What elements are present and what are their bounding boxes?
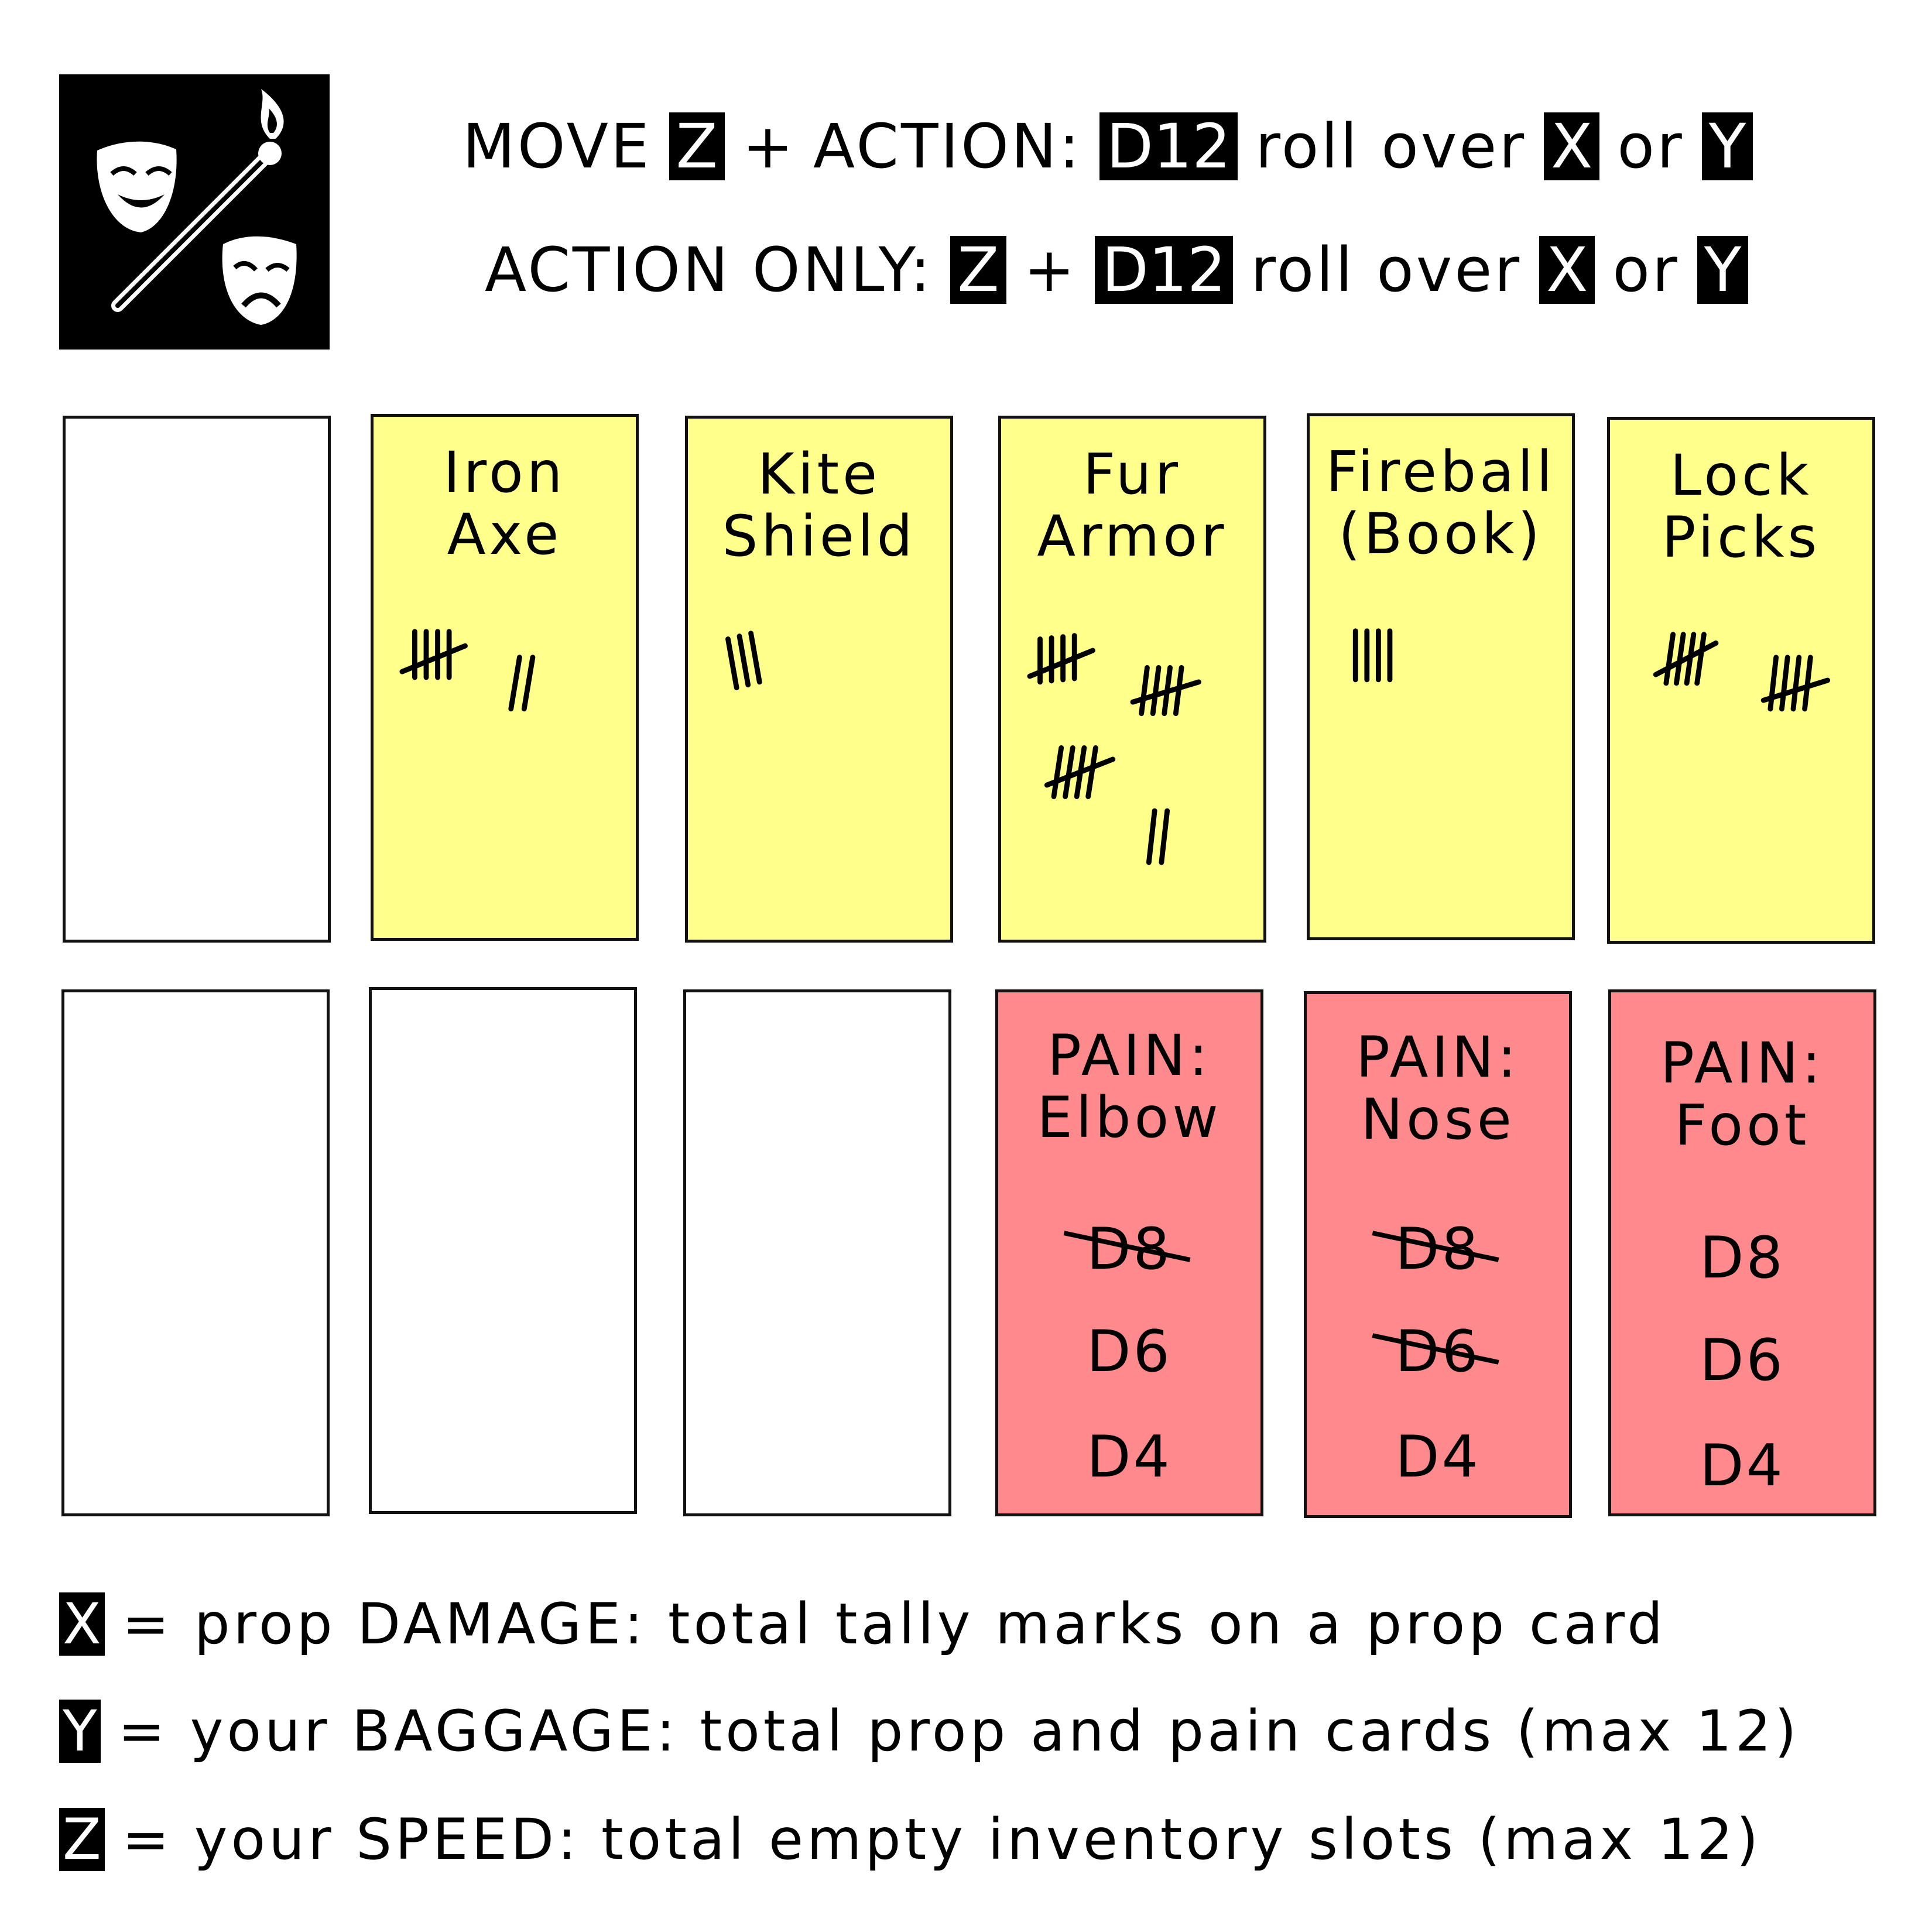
pain-card-title: PAIN: Nose	[1356, 1025, 1520, 1152]
logo-art	[97, 89, 297, 325]
pain-card-foot[interactable]: PAIN: Foot D8 D6 D4	[1608, 989, 1876, 1516]
die-d4: D4	[1087, 1424, 1172, 1491]
var-y-chip: Y	[1697, 236, 1749, 304]
inventory-slot-empty[interactable]	[683, 989, 951, 1516]
prop-card-fur-armor[interactable]: Fur Armor	[998, 416, 1266, 943]
roll-over-text: roll over	[1251, 234, 1522, 306]
inventory-slot-empty[interactable]	[63, 416, 331, 943]
pain-card-title: PAIN: Foot	[1660, 1030, 1824, 1158]
plus-sign: +	[742, 111, 796, 182]
pain-card-elbow[interactable]: PAIN: Elbow D8 D6 D4	[995, 989, 1263, 1516]
var-y-chip: Y	[1701, 112, 1753, 180]
d12-chip: D12	[1094, 236, 1234, 304]
or-text: or	[1612, 234, 1680, 306]
d12-chip: D12	[1099, 112, 1238, 180]
plus-sign: +	[1023, 234, 1077, 306]
var-z-chip: Z	[950, 236, 1006, 304]
tally-marks	[725, 631, 762, 691]
prop-card-title: Kite Shield	[722, 441, 916, 569]
die-d4: D4	[1700, 1433, 1785, 1499]
roll-over-text: roll over	[1255, 111, 1527, 182]
legend-z: Z = your SPEED: total empty inventory sl…	[59, 1808, 1762, 1871]
die-d6: D6	[1087, 1318, 1172, 1385]
rule-action-only: ACTION ONLY: Z + D12 roll over X or Y	[485, 234, 1749, 306]
rule-action-only-label: ACTION ONLY:	[485, 234, 933, 306]
var-x-chip: X	[1544, 112, 1600, 180]
die-d8: D8	[1700, 1225, 1785, 1292]
tally-marks	[1352, 628, 1393, 683]
or-text: or	[1617, 111, 1684, 182]
prop-card-title: Iron Axe	[443, 440, 566, 567]
prop-card-title: Lock Picks	[1662, 443, 1821, 570]
prop-card-title: Fur Armor	[1037, 441, 1228, 569]
prop-card-kite-shield[interactable]: Kite Shield	[685, 416, 953, 943]
pain-card-title: PAIN: Elbow	[1037, 1023, 1222, 1150]
legend-y: Y = your BAGGAGE: total prop and pain ca…	[59, 1700, 1800, 1763]
rule-move-label: MOVE	[463, 111, 652, 182]
die-d8: D8	[998, 1221, 1260, 1278]
tally-marks	[1027, 633, 1201, 865]
legend-x: X = prop DAMAGE: total tally marks on a …	[59, 1592, 1666, 1656]
inventory-slot-empty[interactable]	[369, 987, 637, 1514]
rule-move-action: MOVE Z + ACTION: D12 roll over X or Y	[463, 112, 1753, 180]
tally-marks	[1653, 632, 1831, 712]
var-z-chip: Z	[59, 1808, 105, 1871]
prop-card-title: Fireball (Book)	[1325, 439, 1556, 567]
theater-masks-match-icon	[59, 74, 330, 350]
prop-card-fireball-book[interactable]: Fireball (Book)	[1307, 413, 1575, 940]
var-z-chip: Z	[669, 112, 725, 180]
die-d6: D6	[1700, 1327, 1785, 1394]
pain-card-nose[interactable]: PAIN: Nose D8 D6 D4	[1304, 991, 1572, 1518]
prop-card-iron-axe[interactable]: Iron Axe	[371, 414, 639, 941]
rule-action-label: ACTION:	[813, 111, 1082, 182]
inventory-slot-empty[interactable]	[61, 989, 330, 1516]
var-x-chip: X	[1539, 236, 1595, 304]
var-x-chip: X	[59, 1592, 105, 1656]
die-d4: D4	[1395, 1424, 1481, 1491]
die-d6: D6	[1307, 1323, 1569, 1381]
legend-y-text: = your BAGGAGE: total prop and pain card…	[118, 1698, 1800, 1764]
var-y-chip: Y	[59, 1700, 101, 1763]
legend-z-text: = your SPEED: total empty inventory slot…	[122, 1807, 1762, 1872]
tally-marks	[399, 629, 536, 712]
die-d8: D8	[1307, 1221, 1569, 1278]
prop-card-lock-picks[interactable]: Lock Picks	[1607, 417, 1875, 944]
legend-x-text: = prop DAMAGE: total tally marks on a pr…	[122, 1591, 1667, 1657]
